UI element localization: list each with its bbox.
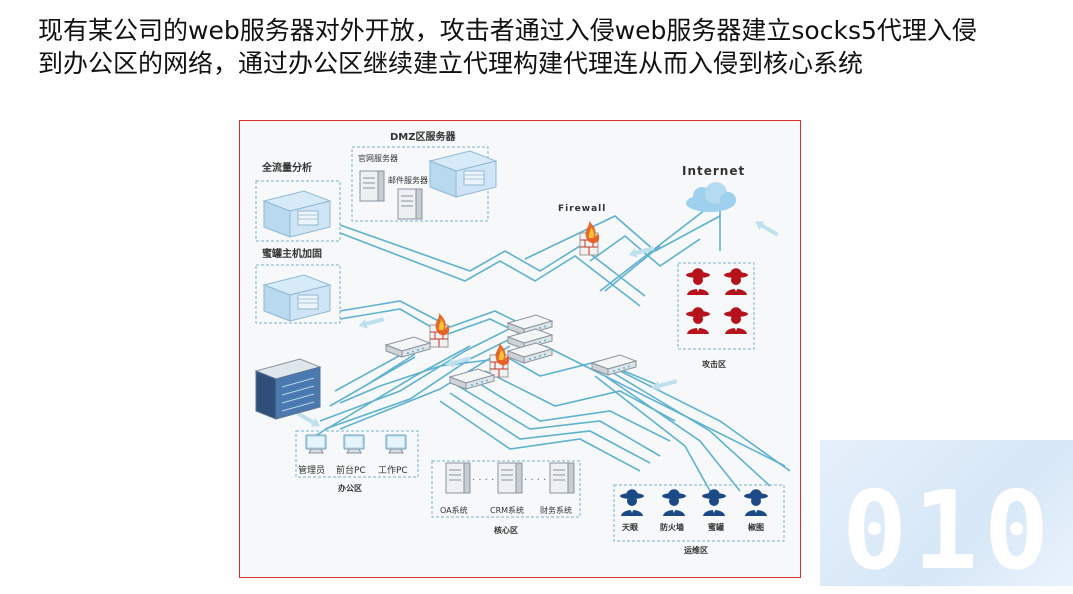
- web-server-label: 官网服务器: [358, 153, 398, 163]
- server-separator: · · · ·: [472, 475, 494, 486]
- admin-pc-label: 管理员: [298, 464, 325, 476]
- honeypot-host-icon: [263, 274, 331, 322]
- attacker-icon: [686, 307, 710, 334]
- skyeye-label: 天眼: [622, 523, 638, 532]
- mail-server-icon: [397, 188, 423, 220]
- dmz-zone-title: DMZ区服务器: [390, 130, 457, 143]
- defender-icon: [744, 489, 768, 516]
- description-line-1: 现有某公司的web服务器对外开放，攻击者通过入侵web服务器建立socks5代理…: [38, 16, 977, 45]
- flow-analysis-title: 全流量分析: [261, 161, 312, 174]
- defender-icon: [620, 489, 644, 516]
- firewall-label: Firewall: [558, 204, 606, 214]
- cloud-icon: [686, 182, 736, 212]
- network-diagram-frame: DMZ区服务器 官网服务器 邮件服务器 全流量分析 蜜罐主机加固 Interne…: [239, 120, 801, 578]
- attacker-icon: [724, 307, 748, 334]
- ops-zone-box: [613, 484, 785, 542]
- description-line-2: 到办公区的网络，通过办公区继续建立代理构建代理连从而入侵到核心系统: [38, 49, 864, 78]
- decorative-digits: 010: [842, 469, 1056, 594]
- decorative-background: [820, 440, 1073, 586]
- work-pc-label: 工作PC: [378, 464, 408, 476]
- server-separator: · · · ·: [524, 475, 546, 486]
- jiaotu-label: 椒图: [748, 522, 764, 532]
- honeypot-zone-box: [255, 264, 341, 324]
- office-zone-box: [295, 430, 419, 478]
- problem-description: 现有某公司的web服务器对外开放，攻击者通过入侵web服务器建立socks5代理…: [38, 14, 1068, 80]
- attack-zone-label: 攻击区: [702, 359, 726, 369]
- core-zone-box: [431, 460, 581, 518]
- core-zone-label: 核心区: [494, 525, 518, 535]
- core-switch-icon: [449, 368, 495, 390]
- firewall-tool-label: 防火墙: [660, 522, 684, 532]
- ops-zone-label: 运维区: [684, 545, 708, 555]
- pc-icon: [305, 434, 327, 454]
- attacker-icon: [686, 268, 710, 295]
- traffic-arrow: [357, 314, 385, 331]
- attack-zone-box: [677, 262, 755, 350]
- attack-arrow: [752, 217, 780, 239]
- office-zone-label: 办公区: [338, 483, 362, 493]
- finance-system-label: 财务系统: [540, 505, 572, 515]
- crm-system-label: CRM系统: [490, 505, 524, 515]
- office-switch-icon: [385, 336, 431, 358]
- defender-icon: [662, 489, 686, 516]
- pc-icon: [385, 434, 407, 454]
- mail-server-label: 邮件服务器: [388, 175, 428, 185]
- flow-analysis-icon: [263, 190, 331, 238]
- finance-server-icon: [549, 462, 575, 494]
- oa-server-icon: [445, 462, 471, 494]
- core-switch-stack-icon: [507, 314, 553, 364]
- frontdesk-pc-label: 前台PC: [336, 464, 366, 476]
- network-links: [314, 201, 791, 492]
- oa-system-label: OA系统: [440, 505, 468, 515]
- honeypot-title: 蜜罐主机加固: [262, 247, 322, 260]
- office-building-icon: [254, 358, 322, 420]
- flow-analysis-zone-box: [255, 180, 341, 242]
- web-server-icon: [359, 170, 385, 202]
- pc-icon: [343, 434, 365, 454]
- dmz-cabinet-icon: [429, 150, 497, 198]
- internet-label: Internet: [682, 164, 745, 178]
- honeypot-tool-label: 蜜罐: [708, 522, 724, 532]
- ops-switch-icon: [591, 354, 637, 376]
- defender-icon: [702, 489, 726, 516]
- network-diagram: DMZ区服务器 官网服务器 邮件服务器 全流量分析 蜜罐主机加固 Interne…: [254, 130, 791, 555]
- main-firewall-icon: [579, 220, 600, 256]
- crm-server-icon: [497, 462, 523, 494]
- attacker-icon: [724, 268, 748, 295]
